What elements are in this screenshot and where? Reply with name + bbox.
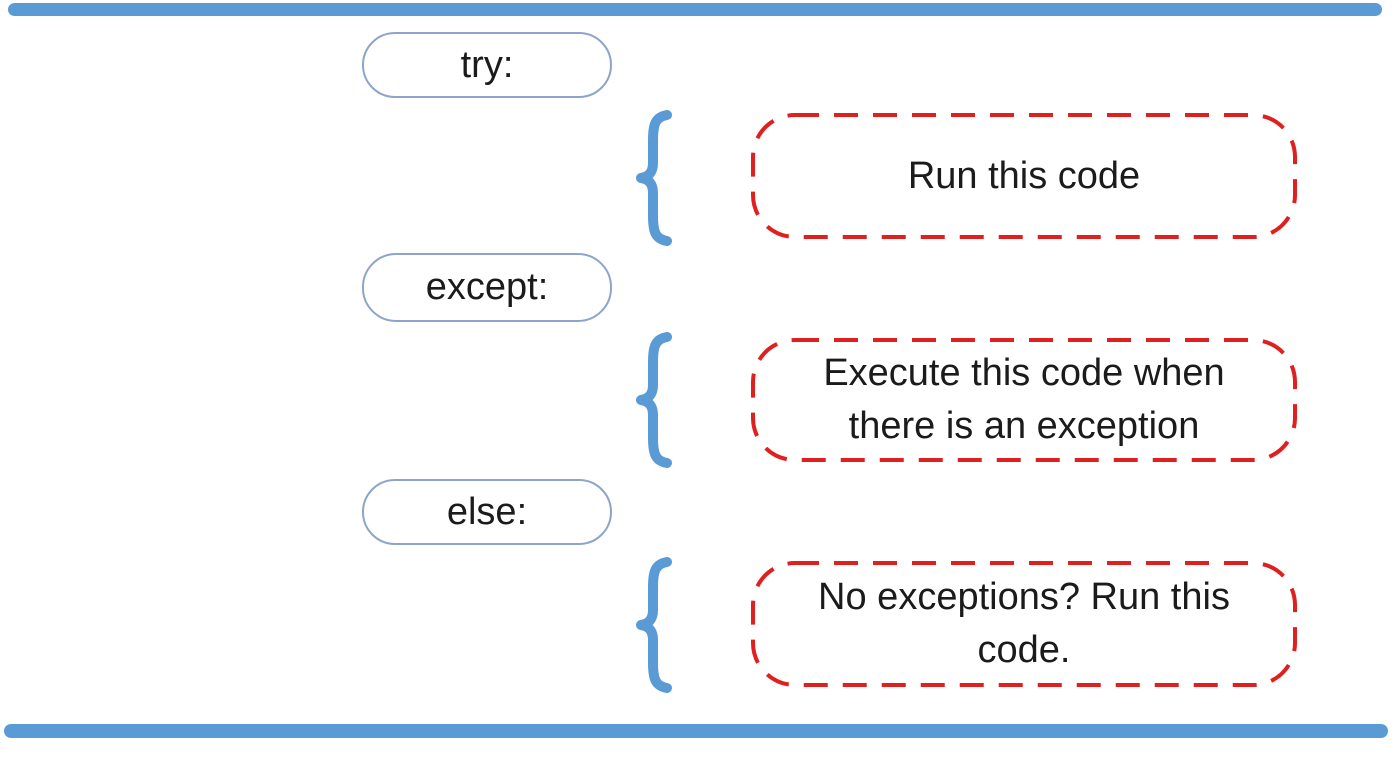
- annotation-text-line: Execute this code when: [823, 352, 1225, 394]
- top-divider-bar: [8, 3, 1382, 16]
- dashed-frame: [751, 113, 1297, 239]
- annotation-box-else: No exceptions? Run this code.: [750, 560, 1298, 688]
- curly-brace-icon: [632, 557, 678, 693]
- keyword-label-else: else:: [446, 490, 528, 533]
- annotation-text-line: No exceptions? Run this: [818, 576, 1230, 618]
- keyword-pill-except: except:: [362, 253, 612, 322]
- bottom-divider-bar: [4, 724, 1388, 738]
- keyword-label-try: try:: [460, 43, 514, 86]
- annotation-box-except: Execute this code when there is an excep…: [750, 337, 1298, 463]
- dashed-frame: [751, 561, 1297, 687]
- annotation-text-line: code.: [977, 629, 1071, 671]
- keyword-pill-try: try:: [362, 32, 612, 98]
- curly-brace-icon: [632, 110, 678, 246]
- keyword-pill-else: else:: [362, 479, 612, 545]
- annotation-box-try: Run this code: [750, 112, 1298, 240]
- annotation-text-line: there is an exception: [848, 405, 1200, 447]
- keyword-label-except: except:: [425, 266, 549, 308]
- curly-brace-icon: [632, 332, 678, 468]
- annotation-text-line: Run this code: [907, 154, 1141, 197]
